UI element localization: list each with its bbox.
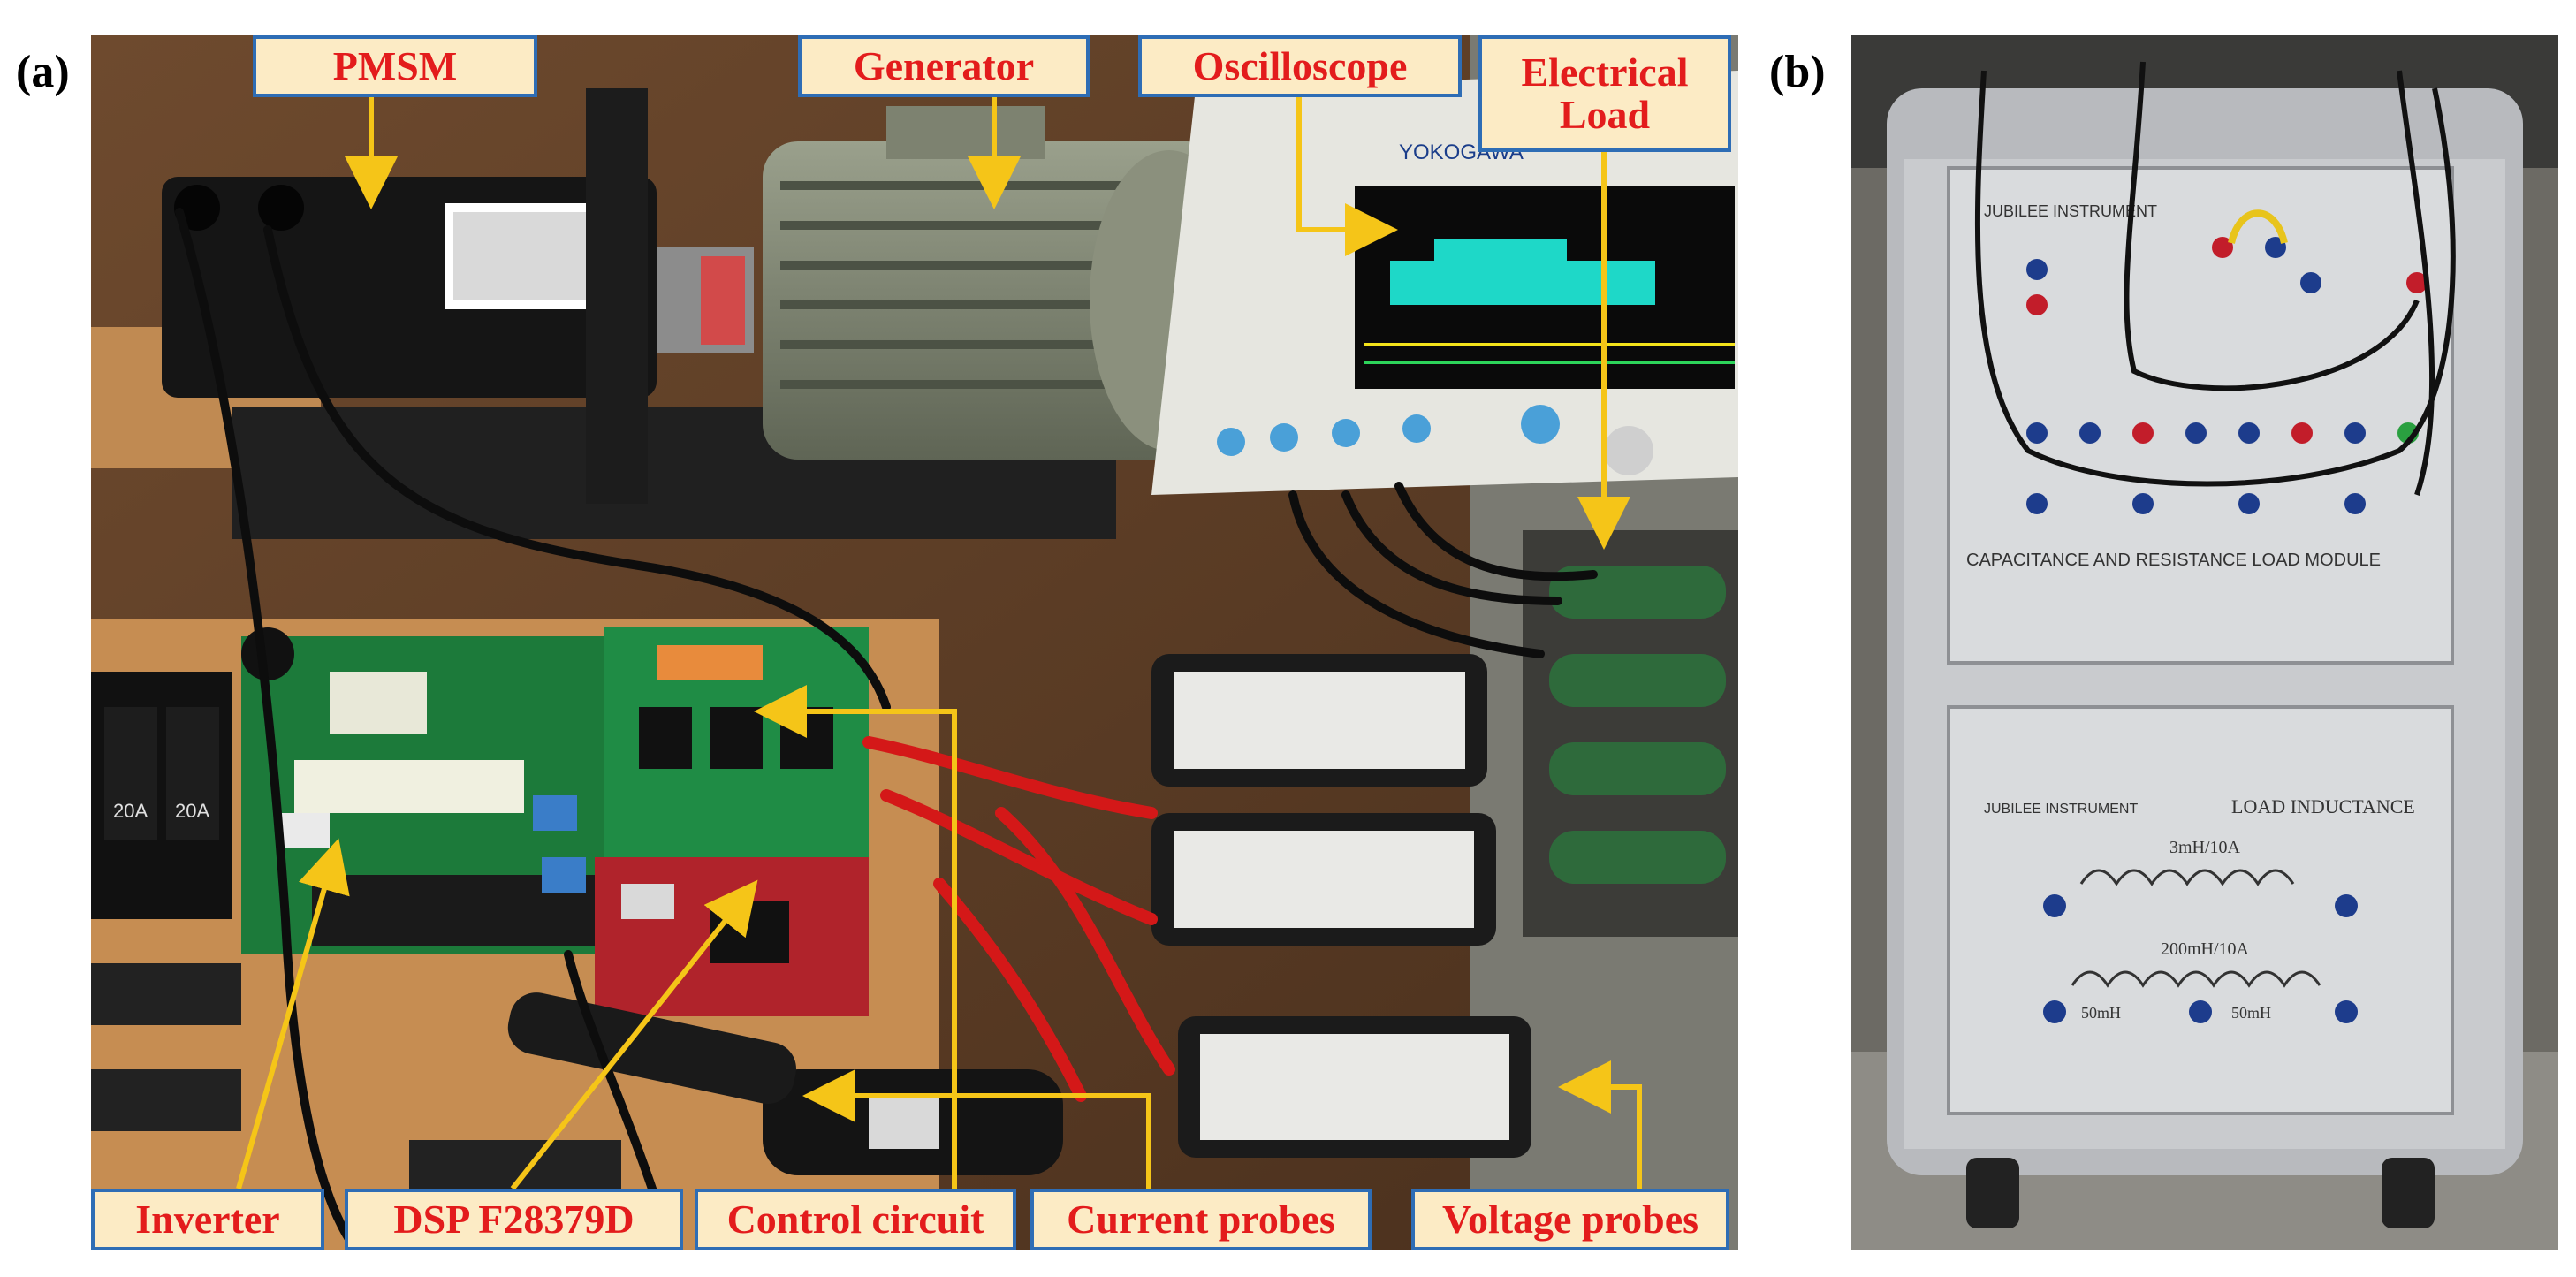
inverter-board bbox=[241, 627, 648, 954]
pmsm-motor bbox=[162, 88, 657, 504]
label-current-probes: Current probes bbox=[1030, 1189, 1372, 1250]
electrical-load-resistors bbox=[1523, 530, 1738, 937]
tap-left-label: 50mH bbox=[2081, 1004, 2121, 1022]
label-electrical-load-line1: Electrical bbox=[1521, 49, 1689, 95]
inductor-1-rating: 3mH/10A bbox=[2169, 838, 2241, 857]
label-control-circuit: Control circuit bbox=[695, 1189, 1016, 1250]
module-brand-bottom: JUBILEE INSTRUMENT bbox=[1984, 802, 2138, 817]
module-title: CAPACITANCE AND RESISTANCE LOAD MODULE bbox=[1966, 551, 2381, 570]
photo-load-cabinet: JUBILEE INSTRUMENT CAPACITANCE AND RESIS… bbox=[1851, 35, 2558, 1250]
label-generator: Generator bbox=[798, 35, 1090, 97]
voltage-probe-units bbox=[1151, 654, 1531, 1158]
label-dsp: DSP F28379D bbox=[345, 1189, 683, 1250]
label-electrical-load-line2: Load bbox=[1559, 92, 1651, 137]
label-pmsm: PMSM bbox=[253, 35, 537, 97]
module-brand-top: JUBILEE INSTRUMENT bbox=[1984, 202, 2157, 220]
inductor-2-rating: 200mH/10A bbox=[2161, 939, 2250, 959]
load-inductance-module: JUBILEE INSTRUMENT LOAD INDUCTANCE 3mH/1… bbox=[1947, 705, 2454, 1115]
label-oscilloscope: Oscilloscope bbox=[1138, 35, 1462, 97]
label-voltage-probes: Voltage probes bbox=[1411, 1189, 1729, 1250]
panel-label-a: (a) bbox=[16, 47, 70, 97]
label-electrical-load: Electrical Load bbox=[1478, 35, 1731, 152]
breaker-rating-1: 20A bbox=[113, 800, 148, 822]
tap-right-label: 50mH bbox=[2231, 1004, 2271, 1022]
photo-test-bench: YOKOGAWA 20A 20A bbox=[91, 35, 1738, 1250]
breaker-rating-2: 20A bbox=[175, 800, 209, 822]
label-inverter: Inverter bbox=[91, 1189, 324, 1250]
load-inductance-title: LOAD INDUCTANCE bbox=[2231, 795, 2415, 817]
control-circuit-board bbox=[604, 627, 869, 866]
capacitance-resistance-module: JUBILEE INSTRUMENT CAPACITANCE AND RESIS… bbox=[1947, 61, 2456, 665]
circuit-breakers: 20A 20A bbox=[91, 672, 232, 919]
dsp-board bbox=[595, 857, 869, 1016]
panel-label-b: (b) bbox=[1769, 47, 1826, 97]
